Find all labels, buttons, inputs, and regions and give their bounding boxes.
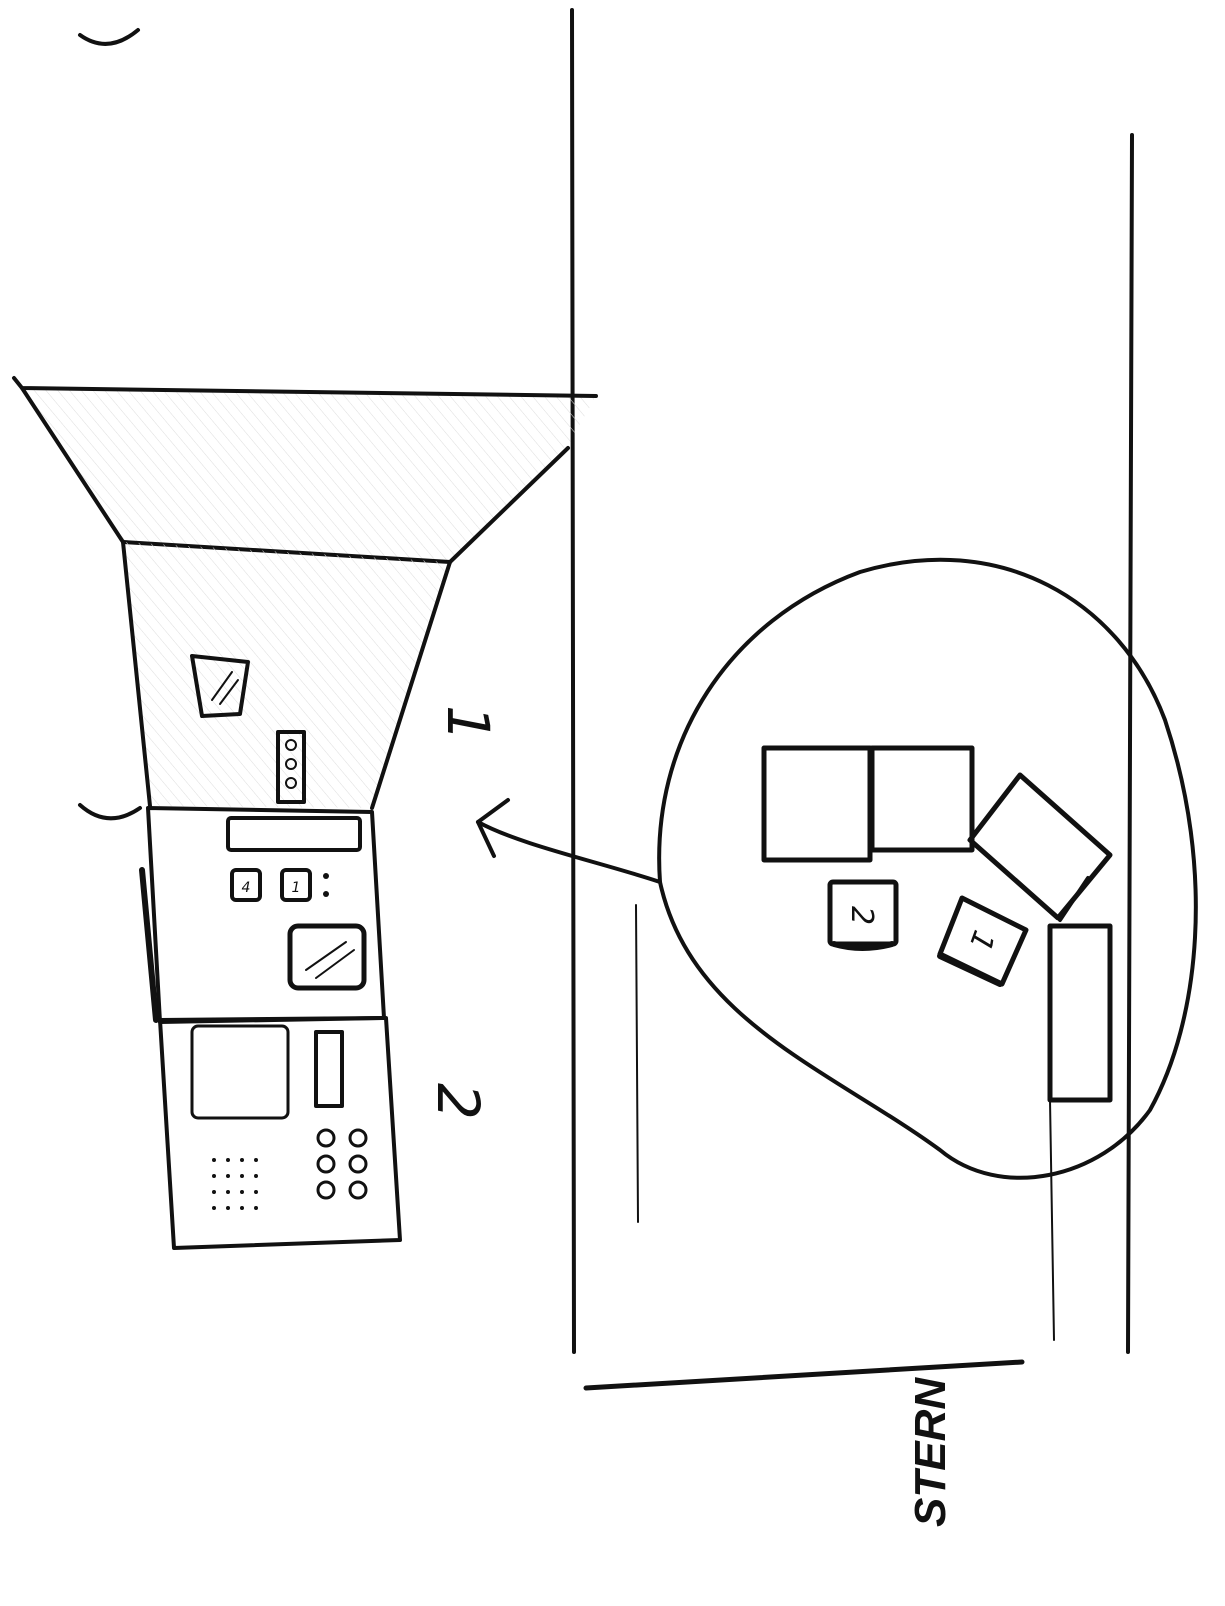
- device-two-buttons: [318, 1130, 366, 1198]
- faint-vertical-line-right: [1050, 1100, 1054, 1340]
- svg-text:4: 4: [242, 880, 251, 896]
- device-two: [160, 1018, 400, 1248]
- label-unit-two: 2: [424, 1083, 492, 1120]
- faint-vertical-line-left: [636, 905, 638, 1222]
- right-vertical-line: [1128, 135, 1132, 1352]
- device-two-speaker-grille: [212, 1158, 258, 1210]
- stern-baseline: [586, 1362, 1022, 1388]
- device-one: 4 1: [142, 808, 384, 1022]
- cluster-bracket: [1050, 878, 1110, 1100]
- cluster-tag-two: 2: [830, 882, 896, 948]
- cluster-box-tilted: [970, 775, 1110, 918]
- center-vertical-line: [572, 10, 574, 1352]
- cluster-box-a: [764, 748, 870, 860]
- label-unit-one: 1: [434, 705, 502, 742]
- cluster-box-b: [872, 748, 972, 850]
- middle-hook: [80, 805, 140, 818]
- stern-label: STERN: [906, 1377, 955, 1527]
- callout-oval: [659, 560, 1196, 1178]
- svg-text:2: 2: [844, 906, 879, 925]
- top-hook: [80, 30, 138, 44]
- svg-text:1: 1: [292, 880, 301, 896]
- cluster-tag-one: 1: [940, 898, 1026, 984]
- horn-funnel: [14, 378, 596, 562]
- svg-text:1: 1: [961, 926, 1000, 956]
- callout-arrow: [478, 800, 660, 882]
- horn-neck: [123, 542, 450, 808]
